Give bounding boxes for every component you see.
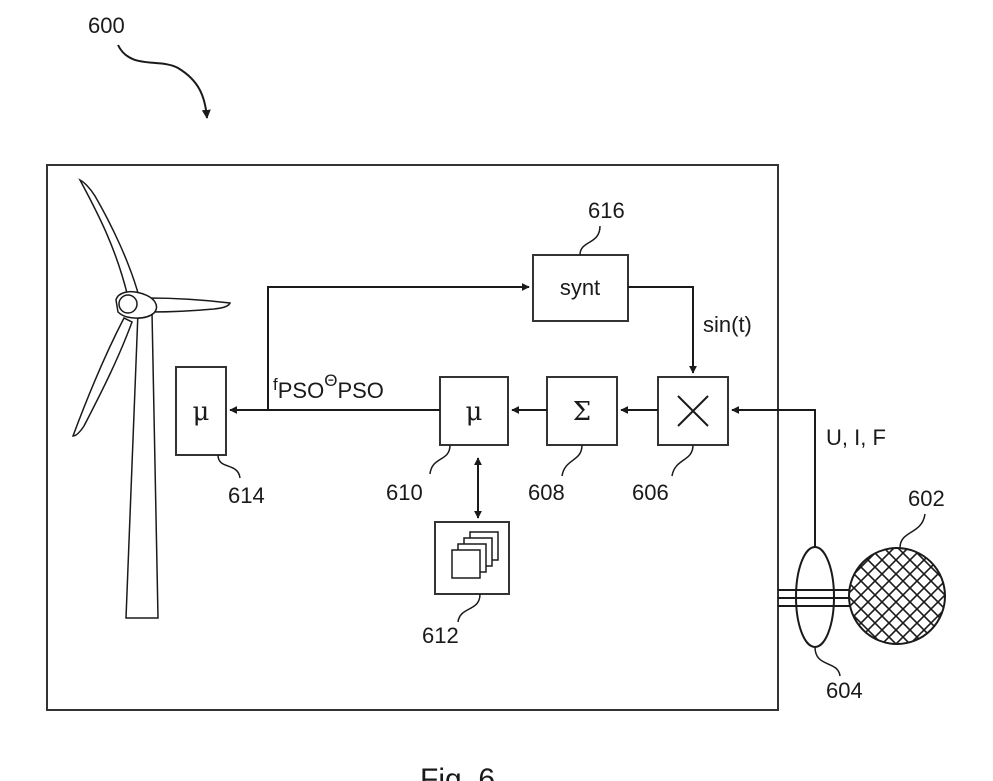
power-cables: [778, 590, 850, 606]
ref-616-leader: [580, 226, 600, 255]
ref-614-leader: [218, 455, 240, 478]
ref-612-leader: [458, 594, 480, 622]
ref-604-label: 604: [826, 678, 863, 703]
synthesizer-block-616-label: synt: [560, 275, 600, 300]
ref-616-label: 616: [588, 198, 625, 223]
ref-604-leader: [815, 647, 840, 676]
measurement-signal-label: U, I, F: [826, 425, 886, 450]
theta-subscript: PSO: [337, 378, 383, 403]
ref-610-leader: [430, 445, 450, 474]
synt-to-multiplier-arrow: [628, 287, 693, 373]
pso-parameters-label: fPSOΘPSO: [273, 371, 384, 403]
ref-600-label: 600: [88, 13, 125, 38]
ref-606-leader: [672, 445, 693, 476]
figure-caption: Fig. 6: [420, 763, 495, 781]
ref-600-leader-arrow: [118, 45, 207, 118]
theta-symbol: Θ: [324, 371, 337, 390]
measurement-signal-line: [732, 410, 815, 547]
ref-608-label: 608: [528, 480, 565, 505]
generator-602: [849, 548, 945, 644]
ref-602-label: 602: [908, 486, 945, 511]
sine-signal-label: sin(t): [703, 312, 752, 337]
ref-606-label: 606: [632, 480, 669, 505]
ref-608-leader: [562, 445, 582, 476]
ref-602-leader: [900, 514, 925, 548]
ref-610-label: 610: [386, 480, 423, 505]
processor-block-610-symbol: μ: [466, 397, 483, 427]
controller-block-614-symbol: μ: [193, 397, 210, 427]
ref-612-label: 612: [422, 623, 459, 648]
summation-block-608-symbol: Σ: [573, 397, 591, 427]
ref-614-label: 614: [228, 483, 265, 508]
f-subscript: PSO: [278, 378, 324, 403]
